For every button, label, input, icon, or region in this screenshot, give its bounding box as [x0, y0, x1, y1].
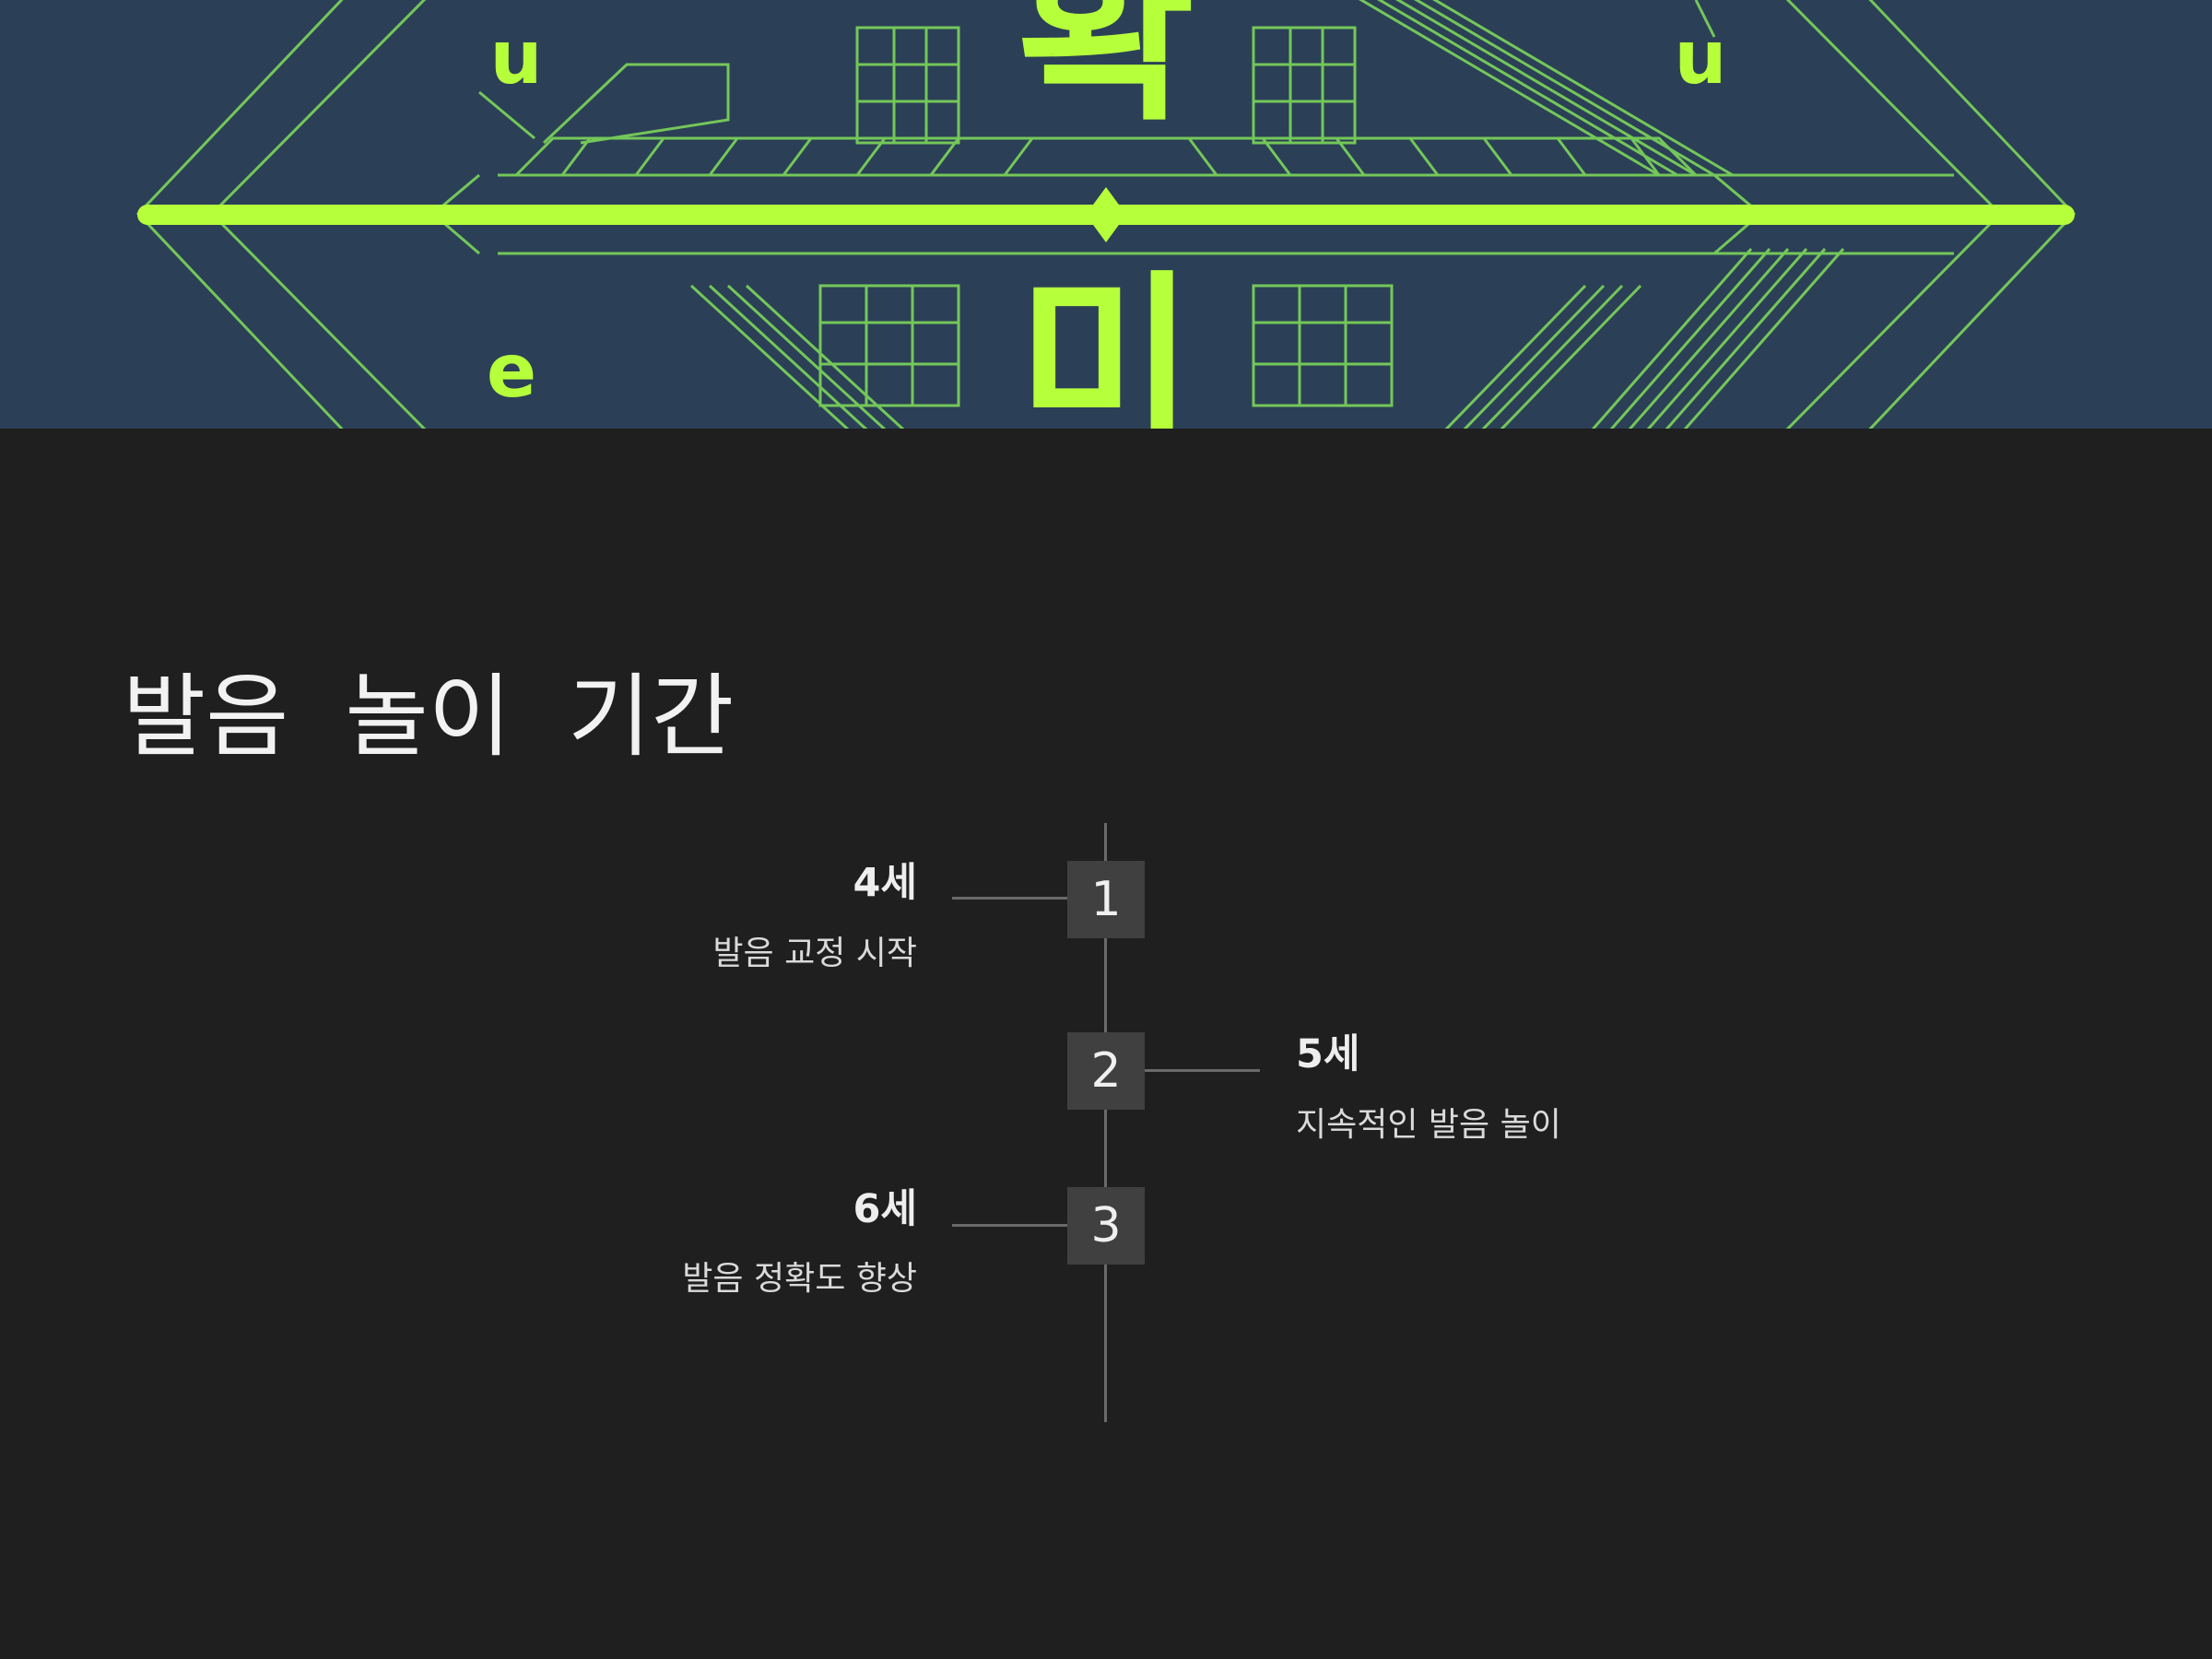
page-title: 발음 놀이 기간 [123, 665, 735, 770]
step-2-connector [1144, 1069, 1260, 1072]
timeline-axis [1104, 823, 1107, 1422]
step-3-age: 6세 [853, 1186, 917, 1232]
step-3-connector [952, 1224, 1068, 1227]
header-banner-image: 확 미 u u e [0, 0, 2212, 429]
banner-glyph-top: 확 [1017, 0, 1194, 147]
banner-diamond [1086, 187, 1126, 242]
step-2-description: 지속적인 발음 놀이 [1296, 1106, 1561, 1144]
step-1-number-box: 1 [1067, 861, 1145, 938]
banner-letter-top-left: u [490, 15, 543, 100]
step-2-age: 5세 [1296, 1031, 1360, 1077]
banner-glyph-bottom: 미 [1017, 253, 1194, 429]
step-3-description: 발음 정확도 향상 [682, 1260, 917, 1298]
step-1-connector [952, 897, 1068, 900]
step-2-number-box: 2 [1067, 1032, 1145, 1110]
banner-graphic: 확 미 u u e [135, 0, 2077, 429]
banner-letter-bottom-left: e [487, 328, 536, 414]
step-3-number-box: 3 [1067, 1187, 1145, 1265]
banner-frame-lines [135, 0, 2077, 429]
banner-letter-top-right: u [1675, 15, 1727, 100]
step-1-description: 발음 교정 시작 [712, 935, 917, 972]
step-1-age: 4세 [853, 860, 917, 906]
